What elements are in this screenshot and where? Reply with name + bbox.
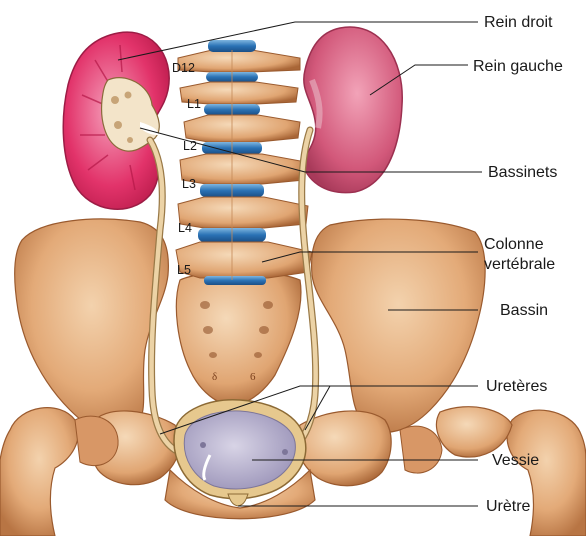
label-ureteres: Uretères	[486, 378, 547, 395]
vertebra-l2	[184, 115, 300, 142]
vertebra-l4	[178, 197, 308, 228]
kidney-right	[63, 32, 169, 209]
urethra	[228, 494, 248, 506]
label-bassinets: Bassinets	[488, 164, 557, 181]
vertebra-label-l4: L4	[178, 221, 192, 235]
label-colonne: Colonne	[484, 236, 544, 253]
vertebra-d12	[178, 50, 300, 72]
sacrum	[176, 272, 301, 405]
svg-text:δ: δ	[212, 371, 217, 383]
vertebra-label-d12: D12	[172, 61, 195, 75]
svg-text:6: 6	[250, 371, 256, 383]
iliac-wing-left	[15, 219, 169, 436]
vertebra-label-l3: L3	[182, 177, 196, 191]
vertebra-label-l5: L5	[177, 263, 191, 277]
vertebra-l3	[180, 154, 306, 184]
vertebra-label-l1: L1	[187, 97, 201, 111]
label-rein-gauche: Rein gauche	[473, 58, 563, 75]
femur-right	[507, 410, 586, 536]
iliac-wing-right	[312, 219, 486, 432]
label-rein-droit: Rein droit	[484, 14, 553, 31]
label-bassin: Bassin	[500, 302, 548, 319]
vertebra-l5	[176, 242, 312, 278]
label-vessie: Vessie	[492, 452, 539, 469]
label-vertebrale: vertébrale	[484, 256, 555, 273]
label-uretre: Urètre	[486, 498, 531, 515]
femur-left	[0, 408, 78, 536]
kidney-left	[302, 27, 402, 193]
vertebral-column	[176, 40, 312, 285]
